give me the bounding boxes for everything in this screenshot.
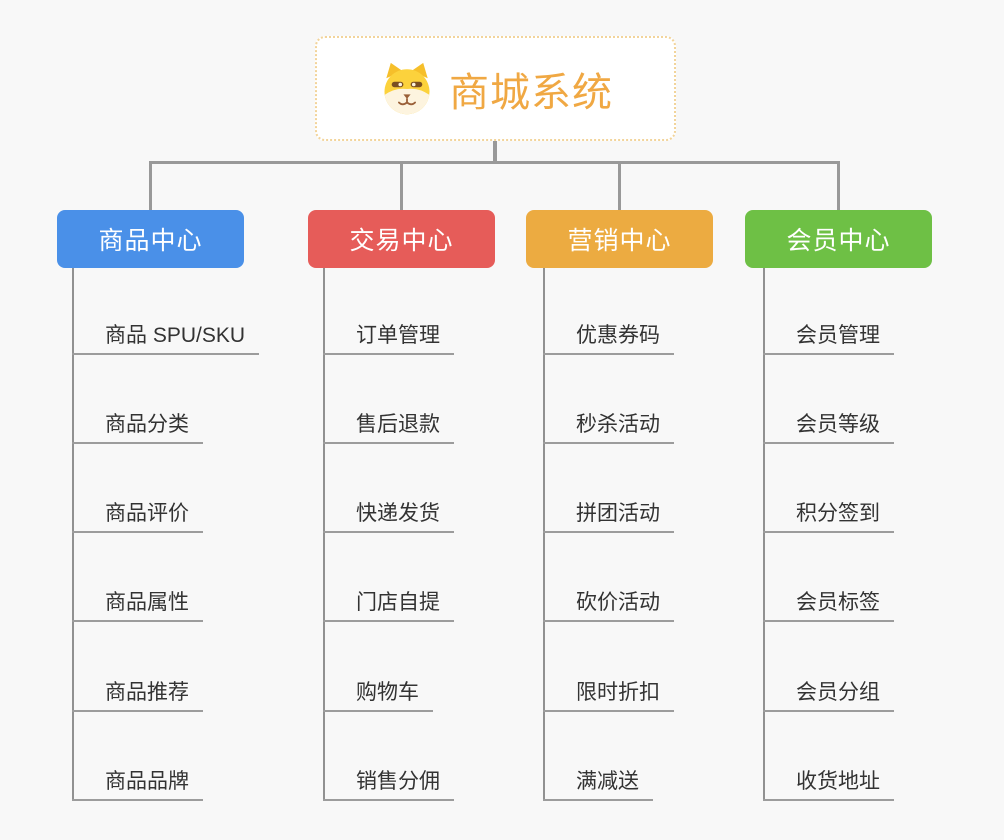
leaf-node-marketing-center-0[interactable]: 优惠券码 — [543, 319, 674, 355]
leaf-node-marketing-center-2[interactable]: 拼团活动 — [543, 497, 674, 533]
leaf-node-product-center-5[interactable]: 商品品牌 — [72, 765, 203, 801]
leaf-node-member-center-4[interactable]: 会员分组 — [763, 676, 894, 712]
leaf-node-member-center-2[interactable]: 积分签到 — [763, 497, 894, 533]
branch-header-marketing-center[interactable]: 营销中心 — [526, 210, 713, 268]
leaf-node-product-center-0[interactable]: 商品 SPU/SKU — [72, 319, 260, 355]
leaf-node-product-center-4[interactable]: 商品推荐 — [72, 676, 203, 712]
leaf-node-marketing-center-3[interactable]: 砍价活动 — [543, 586, 674, 622]
branch-header-label: 交易中心 — [349, 227, 454, 255]
connector-column-marketing-center — [543, 268, 545, 801]
connector-column-trade-center — [323, 268, 325, 801]
leaf-node-member-center-0[interactable]: 会员管理 — [763, 319, 894, 355]
leaf-node-trade-center-4[interactable]: 购物车 — [323, 676, 433, 712]
root-node[interactable]: 商城系统 — [315, 36, 676, 141]
leaf-node-member-center-1[interactable]: 会员等级 — [763, 408, 894, 444]
leaf-node-member-center-5[interactable]: 收货地址 — [763, 765, 894, 801]
leaf-node-trade-center-5[interactable]: 销售分佣 — [323, 765, 454, 801]
root-title: 商城系统 — [449, 70, 613, 115]
branch-header-product-center[interactable]: 商品中心 — [57, 210, 244, 268]
branch-header-trade-center[interactable]: 交易中心 — [308, 210, 495, 268]
dog-mascot-icon — [378, 62, 436, 116]
branch-header-member-center[interactable]: 会员中心 — [745, 210, 932, 268]
leaf-node-product-center-2[interactable]: 商品评价 — [72, 497, 203, 533]
connector-root-drop — [493, 141, 497, 164]
leaf-node-trade-center-1[interactable]: 售后退款 — [323, 408, 454, 444]
leaf-node-trade-center-3[interactable]: 门店自提 — [323, 586, 454, 622]
leaf-node-product-center-3[interactable]: 商品属性 — [72, 586, 203, 622]
leaf-node-member-center-3[interactable]: 会员标签 — [763, 586, 894, 622]
connector-stub-trade-center — [400, 161, 403, 210]
leaf-node-trade-center-0[interactable]: 订单管理 — [323, 319, 454, 355]
connector-bus — [149, 161, 840, 164]
connector-stub-marketing-center — [618, 161, 621, 210]
connector-column-member-center — [763, 268, 765, 801]
leaf-node-trade-center-2[interactable]: 快递发货 — [323, 497, 454, 533]
leaf-node-marketing-center-4[interactable]: 限时折扣 — [543, 676, 674, 712]
branch-header-label: 商品中心 — [98, 227, 203, 255]
connector-stub-product-center — [149, 161, 152, 210]
leaf-node-marketing-center-5[interactable]: 满减送 — [543, 765, 653, 801]
leaf-node-product-center-1[interactable]: 商品分类 — [72, 408, 203, 444]
leaf-node-marketing-center-1[interactable]: 秒杀活动 — [543, 408, 674, 444]
connector-column-product-center — [72, 268, 74, 801]
connector-stub-member-center — [837, 161, 840, 210]
branch-header-label: 会员中心 — [786, 227, 891, 255]
branch-header-label: 营销中心 — [567, 227, 672, 255]
